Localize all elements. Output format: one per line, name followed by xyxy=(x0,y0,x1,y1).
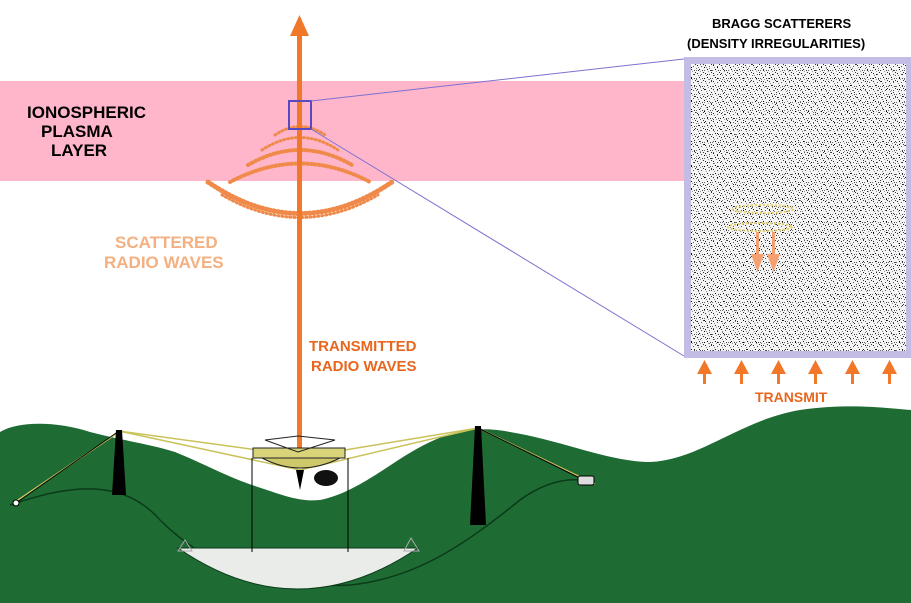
scattered-label-line2: RADIO WAVES xyxy=(104,253,224,272)
zoom-line-top xyxy=(310,58,685,102)
green-hills xyxy=(0,406,911,603)
bragg-label-line1: BRAGG SCATTERERS xyxy=(712,16,851,31)
bragg-label: BRAGG SCATTERERS (DENSITY IRREGULARITIES… xyxy=(687,16,865,51)
zoom-line-bottom xyxy=(310,128,685,357)
ionosphere-label-line1: IONOSPHERIC xyxy=(27,103,146,122)
feed-platform xyxy=(252,435,346,490)
transmit-arrows xyxy=(697,360,897,384)
ionosphere-label-line3: LAYER xyxy=(51,141,107,160)
transmitted-label: TRANSMITTED RADIO WAVES xyxy=(309,338,417,375)
left-tower xyxy=(112,430,126,495)
ionosphere-label: IONOSPHERIC PLASMA LAYER xyxy=(27,103,146,160)
right-anchor-equipment xyxy=(577,475,595,486)
radar-dish xyxy=(176,547,420,590)
scattered-label-line1: SCATTERED xyxy=(115,233,218,252)
scattered-label: SCATTERED RADIO WAVES xyxy=(104,233,224,272)
transmitted-beam-arrow xyxy=(290,15,309,454)
selection-box xyxy=(288,100,312,130)
transmitted-label-line1: TRANSMITTED xyxy=(309,338,417,355)
right-tower xyxy=(470,426,486,525)
bragg-label-line2: (DENSITY IRREGULARITIES) xyxy=(687,36,865,51)
transmitted-label-line2: RADIO WAVES xyxy=(311,358,417,375)
bragg-inset-panel xyxy=(684,57,911,358)
transmit-label: TRANSMIT xyxy=(755,389,828,405)
ionosphere-label-line2: PLASMA xyxy=(41,122,113,141)
